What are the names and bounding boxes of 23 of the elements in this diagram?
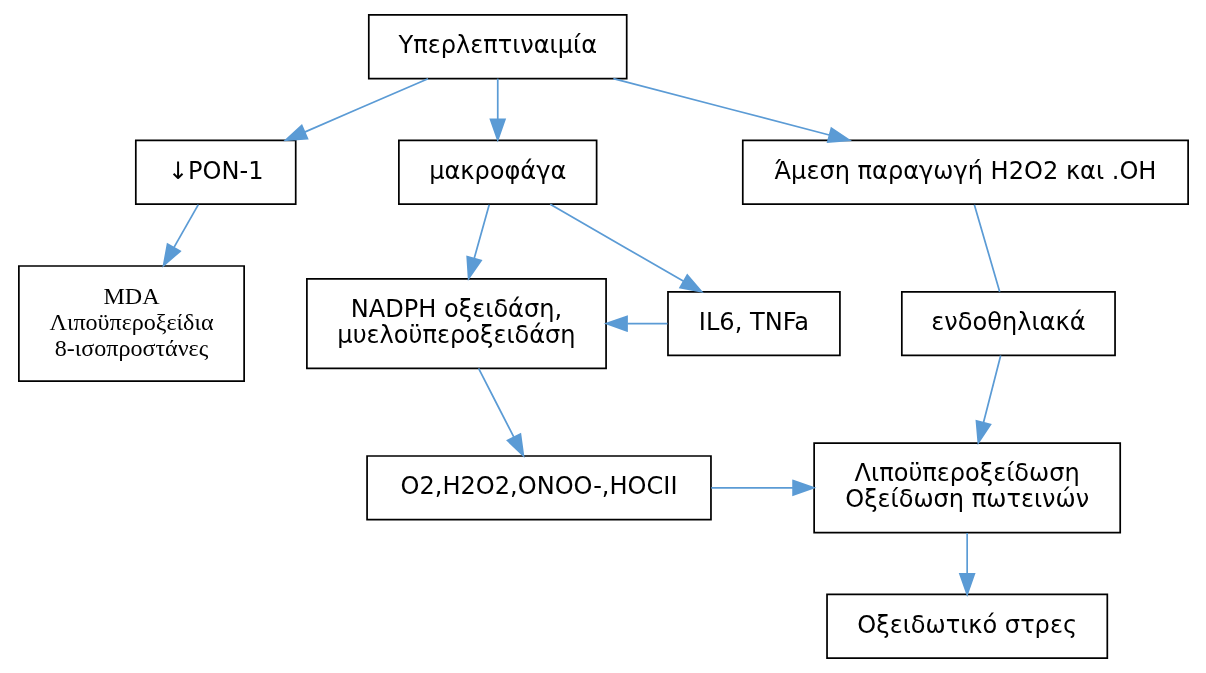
arrow (603, 315, 668, 333)
arrow (282, 77, 429, 142)
node-box: MDA Λιποϋπεροξείδια 8-ισοπροστάνες (17, 265, 245, 383)
node-box: Οξειδωτικό στρες (825, 593, 1108, 659)
node-box: Λιποϋπεροξείδωση Οξείδωση πωτεινών (812, 442, 1121, 534)
arrow (612, 77, 852, 144)
arrow (958, 532, 976, 597)
arrow (488, 77, 506, 143)
arrow (709, 479, 816, 497)
arrow (161, 203, 199, 268)
node-box: μακροφάγα (397, 139, 597, 205)
node-box: NADPH οξειδάση, μυελοϋπεροξειδάση (305, 278, 607, 370)
arrow (465, 203, 490, 281)
node-box: ενδοθηλιακά (900, 290, 1116, 357)
node-box: IL6, TNFa (666, 290, 841, 357)
connector (973, 203, 1001, 293)
node-box: Υπερλεπτιναιμία (367, 14, 628, 80)
node-box: Άμεση παραγωγή H2O2 και .OH (741, 139, 1189, 205)
node-box: O2,H2O2,ONOO-,HOCII (365, 455, 712, 521)
node-box: ↓PON-1 (134, 139, 297, 205)
arrow (548, 203, 704, 293)
arrow (975, 354, 1002, 446)
arrow (477, 367, 525, 458)
